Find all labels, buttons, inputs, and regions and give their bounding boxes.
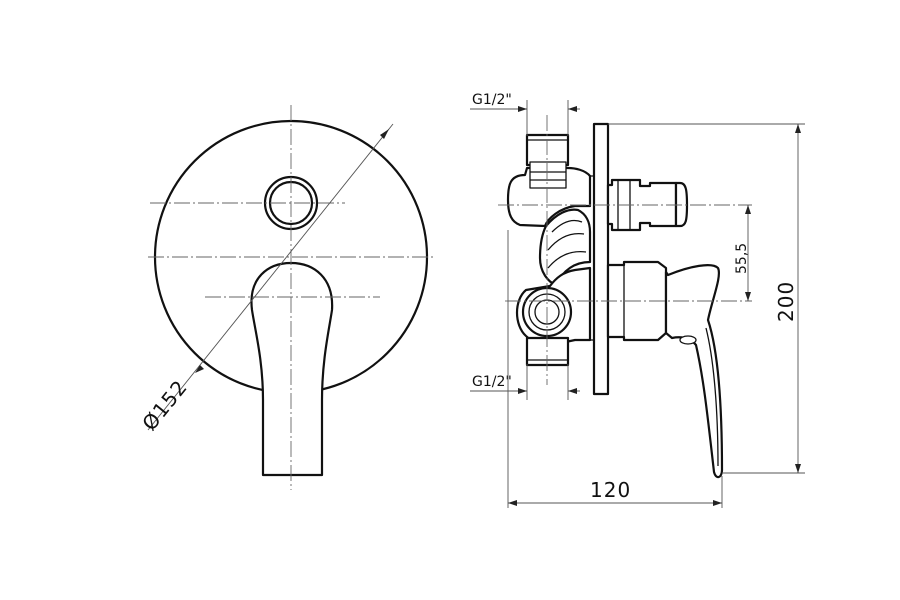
lever-handle xyxy=(250,261,334,477)
top-hex-nut xyxy=(529,161,567,189)
diameter-leader-line xyxy=(147,123,394,431)
width-arrow-right xyxy=(713,500,722,506)
web-detail-3 xyxy=(547,250,587,269)
bottom-inlet-inner xyxy=(534,299,560,325)
diameter-arrow-lower xyxy=(195,365,204,373)
valve-body-web xyxy=(538,208,592,287)
height-arrow-top xyxy=(795,124,801,133)
front-view: Ø152 xyxy=(137,105,436,490)
web-detail-2 xyxy=(547,232,585,251)
offset-arrow-top xyxy=(745,205,751,214)
lever-side-screw xyxy=(679,335,697,345)
thread-bottom-arrow-left xyxy=(518,388,527,394)
diverter-knob-side xyxy=(674,181,689,228)
valve-body-upper xyxy=(506,166,592,228)
offset-arrow-bottom xyxy=(745,292,751,301)
thread-top-label: G1/2" xyxy=(472,92,512,108)
height-label: 200 xyxy=(774,281,798,322)
bottom-inlet-pipe xyxy=(525,336,570,367)
offset-label: 55,5 xyxy=(734,243,750,274)
dimensions: G1/2" G1/2" 120 200 55,5 xyxy=(470,92,805,508)
width-arrow-left xyxy=(508,500,517,506)
thread-top-arrow-left xyxy=(518,106,527,112)
side-view xyxy=(498,115,752,479)
thread-bottom-label: G1/2" xyxy=(472,374,512,390)
top-inlet-pipe xyxy=(525,133,570,167)
thread-bottom-arrow-right xyxy=(568,388,577,394)
diameter-arrow-upper xyxy=(380,129,389,139)
height-arrow-bottom xyxy=(795,464,801,473)
web-detail-1 xyxy=(551,219,583,233)
wall-plate xyxy=(592,122,610,396)
lever-side xyxy=(664,264,724,479)
width-label: 120 xyxy=(590,478,631,502)
diameter-label: Ø152 xyxy=(137,375,192,435)
lever-side-edge xyxy=(705,327,719,467)
thread-top-arrow-right xyxy=(568,106,577,112)
